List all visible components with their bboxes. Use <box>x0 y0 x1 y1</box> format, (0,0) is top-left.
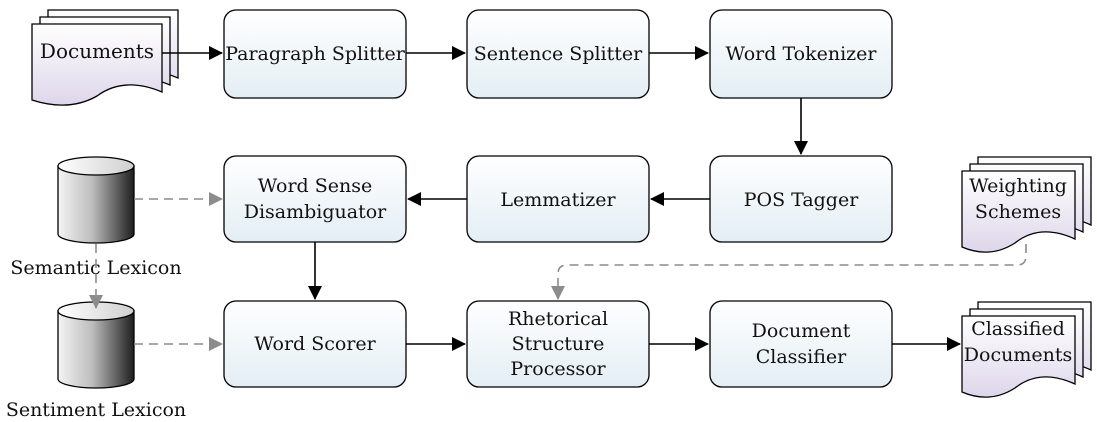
solid-arrows <box>162 46 961 351</box>
weighting-schemes-node: Weighting Schemes <box>961 156 1092 253</box>
sentiment-lexicon-db: Sentiment Lexicon <box>6 301 186 421</box>
wsd-label-2: Disambiguator <box>244 201 387 223</box>
sentence-splitter-box: Sentence Splitter <box>466 9 650 99</box>
paragraph-splitter-box: Paragraph Splitter <box>223 9 407 99</box>
lemmatizer-label: Lemmatizer <box>500 189 616 211</box>
lemmatizer-box: Lemmatizer <box>466 155 650 243</box>
wsd-label-1: Word Sense <box>258 175 372 197</box>
document-classifier-box: Document Classifier <box>709 300 893 388</box>
dashed-weighting-to-rsp <box>551 244 1027 300</box>
word-tokenizer-label: Word Tokenizer <box>725 43 877 65</box>
classified-documents-label-1: Classified <box>971 318 1065 340</box>
pos-tagger-label: POS Tagger <box>744 189 860 211</box>
dashed-arrows <box>89 192 1027 351</box>
pos-tagger-box: POS Tagger <box>709 155 893 243</box>
weighting-schemes-label-2: Schemes <box>975 201 1061 223</box>
classified-documents-node: Classified Documents <box>961 301 1092 398</box>
word-tokenizer-box: Word Tokenizer <box>709 9 893 99</box>
sentiment-lexicon-label: Sentiment Lexicon <box>6 399 186 421</box>
wsd-box: Word Sense Disambiguator <box>223 155 407 243</box>
sentence-splitter-label: Sentence Splitter <box>474 43 643 65</box>
rsp-label-3: Processor <box>510 358 606 380</box>
word-scorer-box: Word Scorer <box>223 300 407 388</box>
document-classifier-label-2: Classifier <box>756 346 847 368</box>
weighting-schemes-label-1: Weighting <box>969 175 1067 197</box>
rsp-label-2: Structure <box>512 333 605 355</box>
word-scorer-label: Word Scorer <box>254 333 376 355</box>
documents-node: Documents <box>31 9 179 106</box>
classified-documents-label-2: Documents <box>964 344 1072 366</box>
documents-label: Documents <box>40 39 154 63</box>
rsp-box: Rhetorical Structure Processor <box>466 300 650 388</box>
document-classifier-label-1: Document <box>752 320 851 342</box>
rsp-label-1: Rhetorical <box>508 308 608 330</box>
paragraph-splitter-label: Paragraph Splitter <box>225 43 406 65</box>
